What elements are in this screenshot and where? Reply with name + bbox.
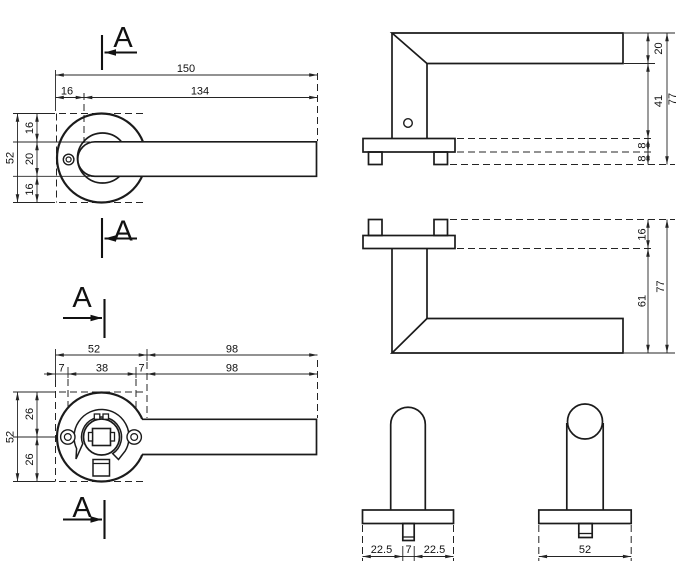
lever-fill bbox=[140, 419, 317, 455]
section-label-a: A bbox=[72, 492, 92, 524]
lever-fill bbox=[77, 141, 317, 177]
dim-edge-left: 7 bbox=[58, 363, 64, 375]
section-label-a: A bbox=[72, 282, 92, 314]
fixing-pin bbox=[577, 522, 594, 539]
lever-outline bbox=[76, 140, 318, 178]
fixing-pin bbox=[367, 151, 383, 166]
grip-outline bbox=[389, 317, 624, 354]
dim-rosette-offset: 16 bbox=[61, 86, 73, 98]
dim-pins: 8 bbox=[637, 155, 649, 161]
fixing-pin bbox=[401, 522, 416, 542]
spindle-notch-left bbox=[87, 431, 94, 442]
view-profile-bottom: 16 61 77 bbox=[362, 218, 675, 354]
fixing-pin bbox=[433, 151, 449, 166]
dim-neck: 61 bbox=[637, 295, 649, 307]
section-label-a: A bbox=[113, 216, 133, 248]
neck-end-outline bbox=[389, 406, 427, 510]
dim-width: 52 bbox=[579, 544, 591, 556]
view-front: A A 150 134 16 52 16 20 16 bbox=[5, 22, 318, 258]
dim-lever-length: 134 bbox=[191, 86, 209, 98]
screw-hole-outer bbox=[62, 153, 75, 166]
dim-grip: 20 bbox=[653, 42, 665, 54]
dim-height: 52 bbox=[5, 431, 17, 443]
rosette-plate bbox=[361, 509, 455, 525]
grip-outline bbox=[389, 32, 624, 65]
lever-outline bbox=[142, 418, 318, 456]
dim-rosette-width: 52 bbox=[88, 344, 100, 356]
fixing-pin bbox=[367, 218, 383, 237]
view-profile-top: 20 41 8 8 77 bbox=[362, 32, 677, 166]
dim-total-length: 150 bbox=[177, 63, 195, 75]
dim-seg-bottom: 16 bbox=[24, 183, 36, 195]
section-label-a: A bbox=[113, 22, 133, 54]
dim-edge-right: 7 bbox=[138, 363, 144, 375]
dim-seg-upper: 26 bbox=[24, 408, 36, 420]
rosette-plate bbox=[537, 509, 633, 525]
retainer-tab bbox=[92, 458, 111, 477]
dim-total: 77 bbox=[667, 93, 677, 105]
screw-left-outer bbox=[59, 429, 76, 445]
hub-nub-left bbox=[93, 413, 101, 420]
dim-lever-bottom: 98 bbox=[226, 363, 238, 375]
hub-nub-right bbox=[102, 413, 110, 420]
dim-seg-mid: 20 bbox=[24, 153, 36, 165]
spindle-notch-right bbox=[109, 431, 116, 442]
rosette-plate bbox=[362, 234, 456, 250]
view-back: A A 52 98 7 38 7 bbox=[5, 282, 318, 539]
dim-seg-top: 16 bbox=[24, 122, 36, 134]
dim-right: 22.5 bbox=[424, 544, 445, 556]
dim-neck: 41 bbox=[653, 95, 665, 107]
screw-right-inner bbox=[130, 433, 139, 442]
dim-seg-lower: 26 bbox=[24, 453, 36, 465]
screw-right-outer bbox=[126, 429, 143, 445]
dim-center: 7 bbox=[405, 544, 411, 556]
dim-rosette-pins: 16 bbox=[637, 228, 649, 240]
dim-lever-top: 98 bbox=[226, 344, 238, 356]
spring-cam bbox=[73, 408, 130, 461]
screw-hole-inner bbox=[65, 156, 72, 163]
rosette-plate bbox=[362, 137, 456, 153]
grub-screw-hole bbox=[403, 117, 414, 128]
dim-height: 52 bbox=[5, 152, 17, 164]
dim-total: 77 bbox=[655, 280, 667, 292]
view-end-section-neck: 22.5 7 22.5 bbox=[361, 406, 455, 561]
grip-end-circle bbox=[566, 403, 604, 440]
screw-left-inner bbox=[63, 433, 72, 442]
view-end-section-grip: 52 bbox=[537, 403, 633, 561]
fixing-pin bbox=[433, 218, 449, 237]
dim-screw-spacing: 38 bbox=[96, 363, 108, 375]
dim-left: 22.5 bbox=[371, 544, 392, 556]
dim-rosette: 8 bbox=[637, 142, 649, 148]
